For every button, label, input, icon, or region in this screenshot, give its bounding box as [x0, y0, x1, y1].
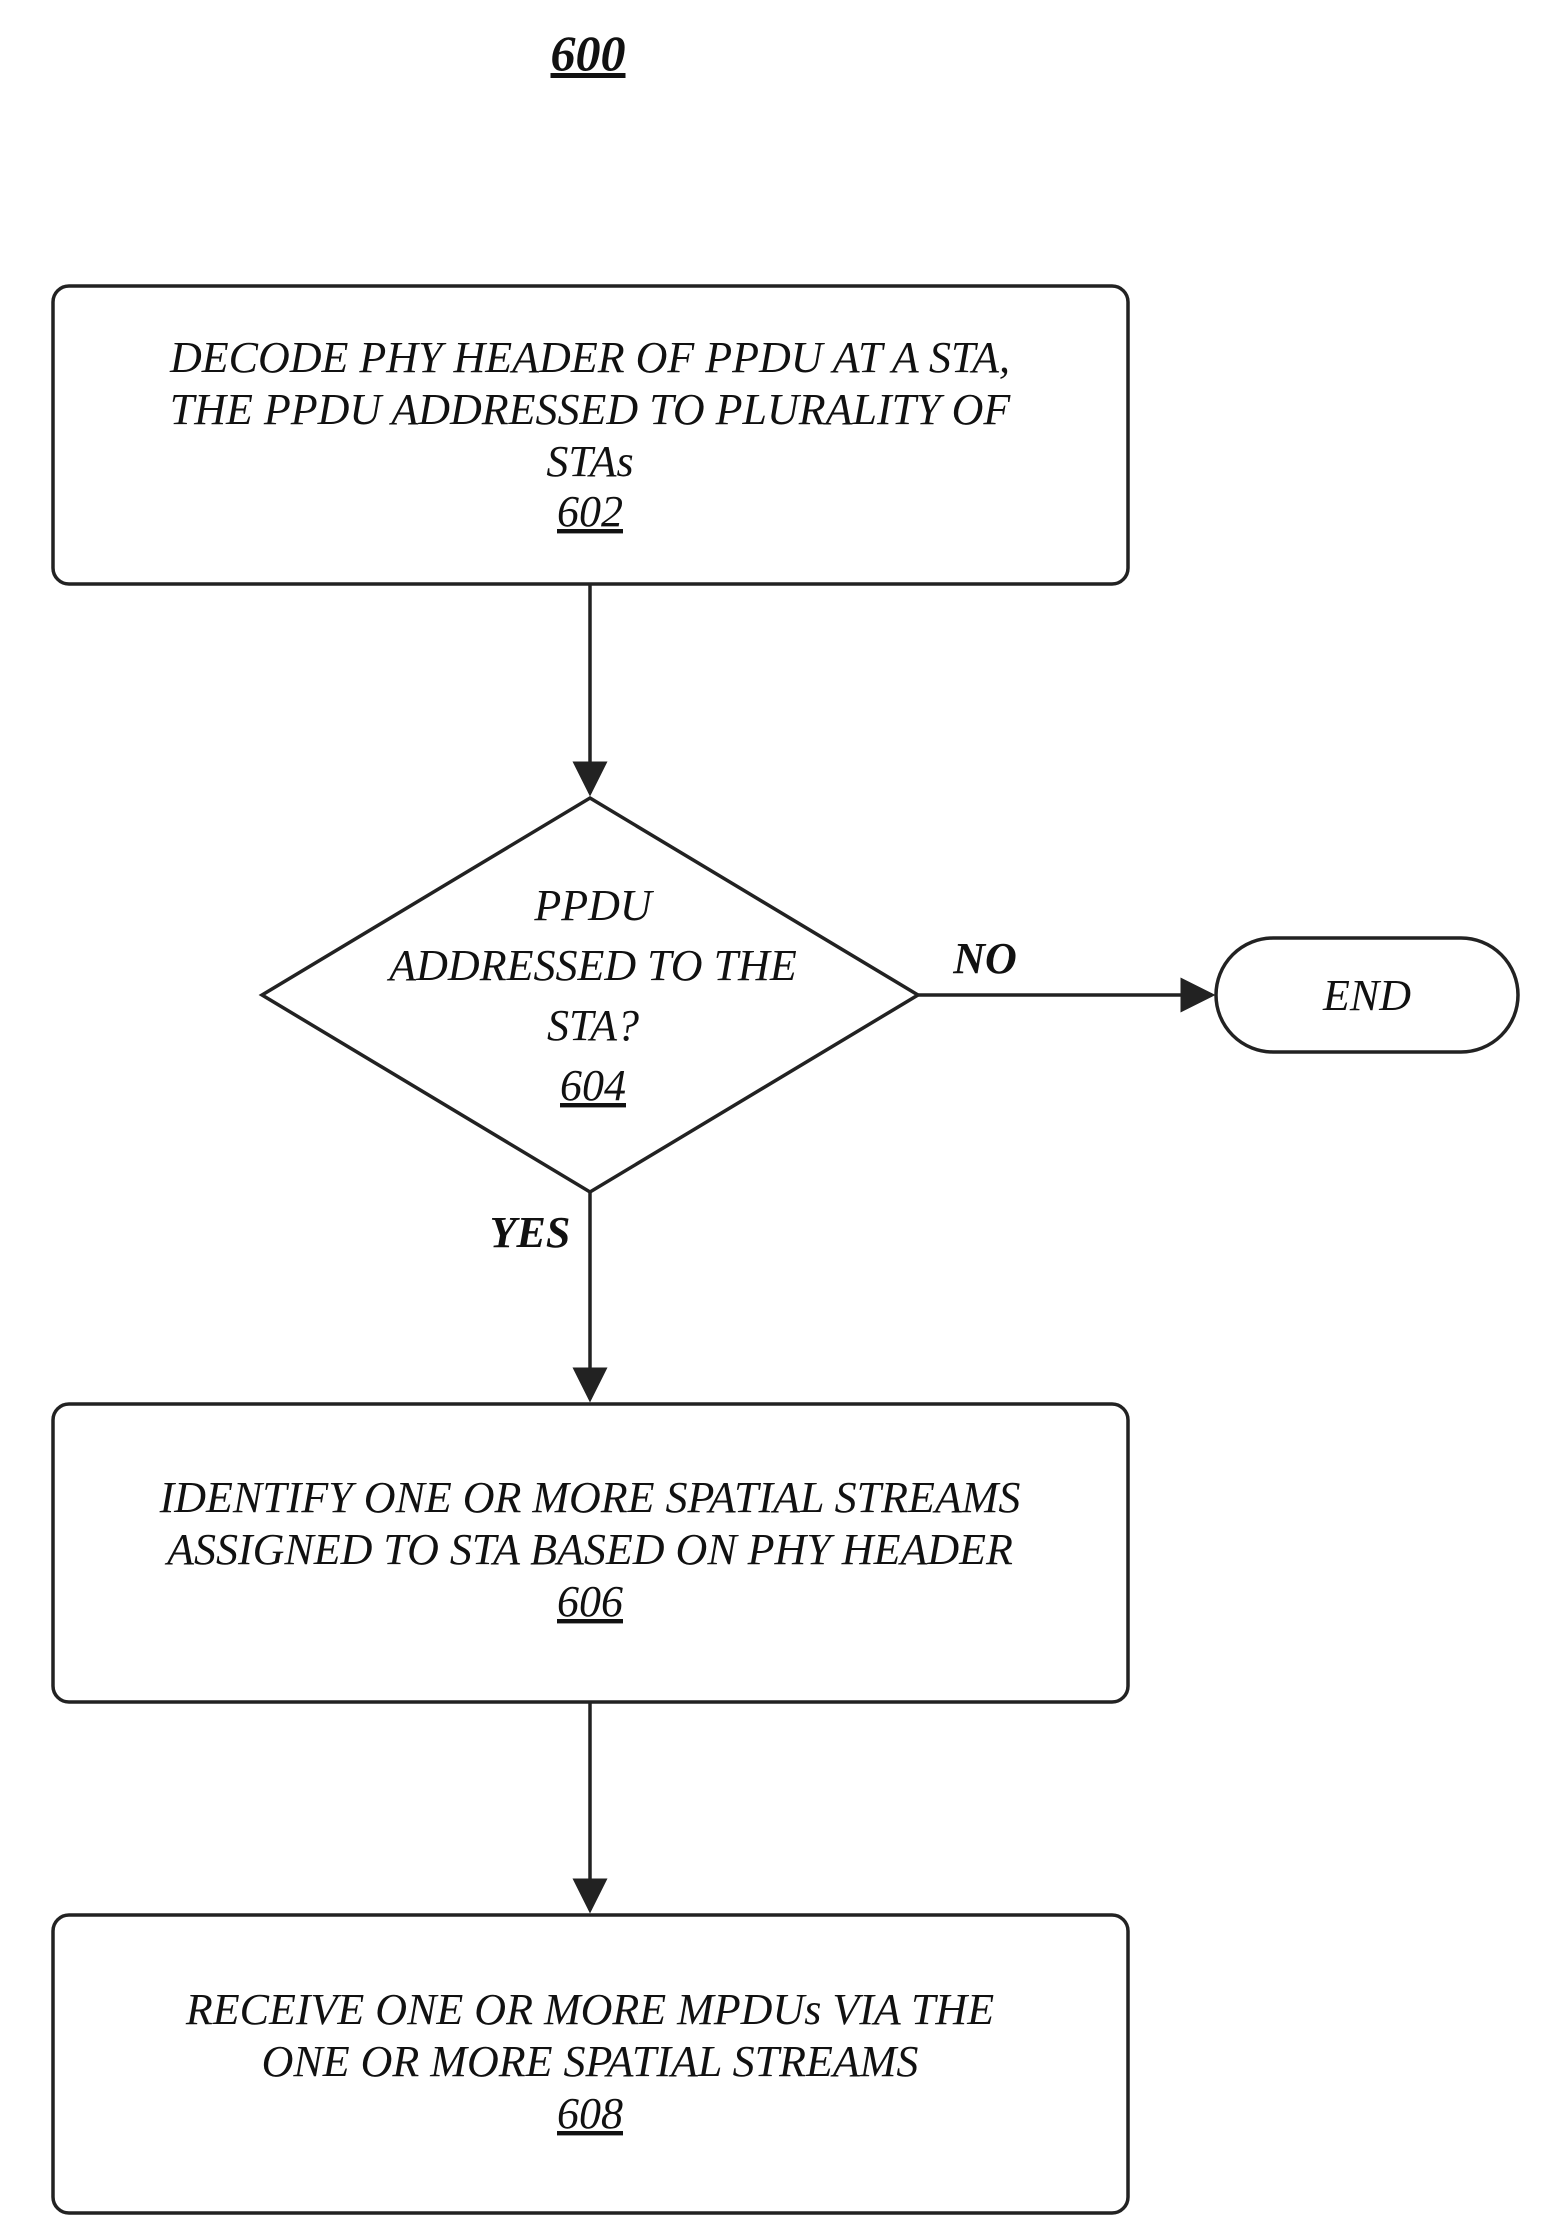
decision-604-line-3: STA?: [547, 1001, 639, 1050]
decision-604-line-1: PPDU: [533, 881, 655, 930]
box-606-line-2: ASSIGNED TO STA BASED ON PHY HEADER: [164, 1525, 1013, 1574]
box-602-ref: 602: [557, 487, 623, 536]
decision-604-ref: 604: [560, 1061, 626, 1110]
box-608-ref: 608: [557, 2089, 623, 2138]
box-608-line-1: RECEIVE ONE OR MORE MPDUs VIA THE: [185, 1985, 994, 2034]
figure-number: 600: [551, 25, 626, 81]
decision-diamond-604: [262, 798, 918, 1192]
box-602-line-2: THE PPDU ADDRESSED TO PLURALITY OF: [170, 385, 1012, 434]
box-606-ref: 606: [557, 1577, 623, 1626]
box-606-line-1: IDENTIFY ONE OR MORE SPATIAL STREAMS: [159, 1473, 1021, 1522]
box-602-line-1: DECODE PHY HEADER OF PPDU AT A STA,: [169, 333, 1010, 382]
edge-label-no: NO: [952, 934, 1017, 983]
edge-label-yes: YES: [490, 1208, 571, 1257]
box-602-line-3: STAs: [546, 437, 633, 486]
process-box-602: [53, 286, 1128, 584]
end-label: END: [1322, 971, 1411, 1020]
box-608-line-2: ONE OR MORE SPATIAL STREAMS: [262, 2037, 919, 2086]
decision-604-line-2: ADDRESSED TO THE: [386, 941, 797, 990]
